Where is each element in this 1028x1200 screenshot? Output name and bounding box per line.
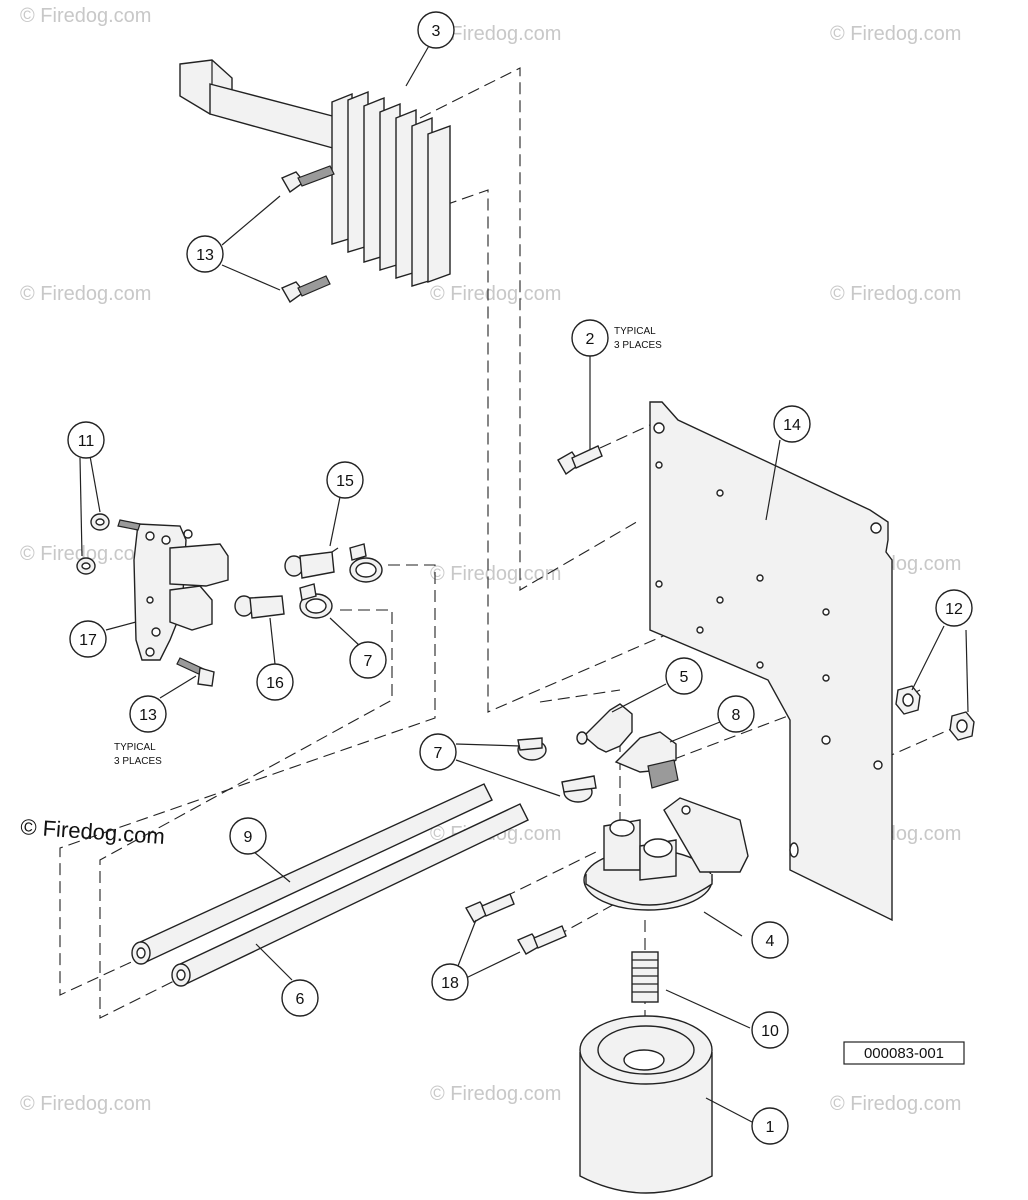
watermark: © Firedog.com	[830, 1093, 961, 1115]
callout-number: 15	[336, 473, 354, 490]
callout-number: 13	[139, 707, 157, 724]
callout-number: 4	[766, 933, 775, 950]
callout-14: 14	[773, 405, 811, 443]
callout-number: 17	[79, 632, 97, 649]
typical-note-bolt-2: TYPICAL 3 PLACES	[614, 326, 662, 351]
callout-number: 8	[732, 707, 741, 724]
clamp-7-d	[561, 775, 597, 803]
watermark: © Firedog.com	[20, 5, 151, 27]
oil-filter	[579, 1015, 713, 1194]
watermark: © Firedog.com	[830, 23, 961, 45]
fitting-8	[614, 731, 679, 789]
leader-lines	[79, 43, 969, 1123]
callout-number: 5	[680, 669, 689, 686]
callout-number: 1	[766, 1119, 775, 1136]
watermark: © Firedog.com	[430, 563, 561, 585]
watermark: © Firedog.com	[20, 543, 151, 565]
callout-11: 11	[67, 421, 105, 459]
callout-number: 7	[364, 653, 373, 670]
callout-number: 12	[945, 601, 963, 618]
callout-8: 8	[717, 695, 755, 733]
callout-7-middle: 7	[419, 733, 457, 771]
callout-number: 16	[266, 675, 284, 692]
callouts: 3 13 2 14 11 15 17 16	[67, 11, 973, 1145]
washer-11-b	[76, 557, 96, 575]
bolt-13-bracket-bottom	[176, 657, 215, 687]
callout-1: 1	[751, 1107, 789, 1145]
filter-head	[583, 797, 749, 911]
note-line: 3 PLACES	[614, 340, 662, 351]
callout-number: 3	[432, 23, 441, 40]
fitting-5	[576, 703, 633, 753]
callout-12: 12	[935, 589, 973, 627]
note-line: TYPICAL	[614, 326, 656, 337]
hose-6	[171, 803, 529, 987]
callout-number: 11	[78, 433, 95, 450]
callout-13-bracket: 13	[129, 695, 167, 733]
callout-5: 5	[665, 657, 703, 695]
typical-note-bolt-13: TYPICAL 3 PLACES	[114, 742, 162, 767]
callout-number: 13	[196, 247, 214, 264]
sensor-bracket	[133, 523, 229, 661]
heat-sink-fins	[331, 90, 451, 287]
assembly-guide-lines	[59, 67, 961, 1060]
watermark: © Firedog.com	[20, 283, 151, 305]
callout-18: 18	[431, 963, 469, 1001]
callout-13-top: 13	[186, 235, 224, 273]
callout-3: 3	[417, 11, 455, 49]
bolt-18-b	[517, 925, 567, 955]
callout-10: 10	[751, 1011, 789, 1049]
fitting-15	[284, 547, 339, 579]
bolt-2	[557, 445, 603, 476]
watermark: © Firedog.com	[830, 283, 961, 305]
callout-6: 6	[281, 979, 319, 1017]
callout-number: 14	[783, 417, 801, 434]
threaded-nipple	[631, 951, 659, 1003]
watermark: © Firedog.com	[430, 23, 561, 45]
callout-4: 4	[751, 921, 789, 959]
clamp-7-a	[349, 543, 383, 583]
callout-7-upper: 7	[349, 641, 387, 679]
callout-number: 6	[296, 991, 305, 1008]
watermark: © Firedog.com	[20, 1093, 151, 1115]
mounting-plate	[649, 401, 893, 922]
callout-number: 10	[761, 1023, 779, 1040]
callout-number: 9	[244, 829, 253, 846]
callout-number: 2	[586, 331, 595, 348]
clamp-7-c	[517, 737, 547, 761]
note-line: 3 PLACES	[114, 756, 162, 767]
hose-9	[131, 783, 493, 965]
nut-12-a	[895, 685, 921, 715]
diagram-reference: 000083-001	[843, 1041, 965, 1065]
callout-17: 17	[69, 620, 107, 658]
note-line: TYPICAL	[114, 742, 156, 753]
callout-2: 2	[571, 319, 609, 357]
callout-15: 15	[326, 461, 364, 499]
heat-sink-assembly	[179, 59, 451, 287]
callout-9: 9	[229, 817, 267, 855]
callout-number: 7	[434, 745, 443, 762]
bolt-13-top-a	[281, 165, 335, 194]
fitting-16	[234, 595, 285, 619]
watermark: © Firedog.com	[430, 283, 561, 305]
bolt-18-a	[465, 893, 515, 923]
bolt-13-top-b	[281, 275, 331, 304]
watermark: © Firedog.com	[430, 1083, 561, 1105]
callout-16: 16	[256, 663, 294, 701]
washer-11-a	[90, 513, 110, 531]
clamp-7-b	[299, 583, 333, 619]
bolt-13-bracket-top	[117, 519, 141, 531]
diagram-reference-number: 000083-001	[864, 1045, 944, 1062]
nut-12-b	[949, 711, 975, 741]
callout-number: 18	[441, 975, 459, 992]
